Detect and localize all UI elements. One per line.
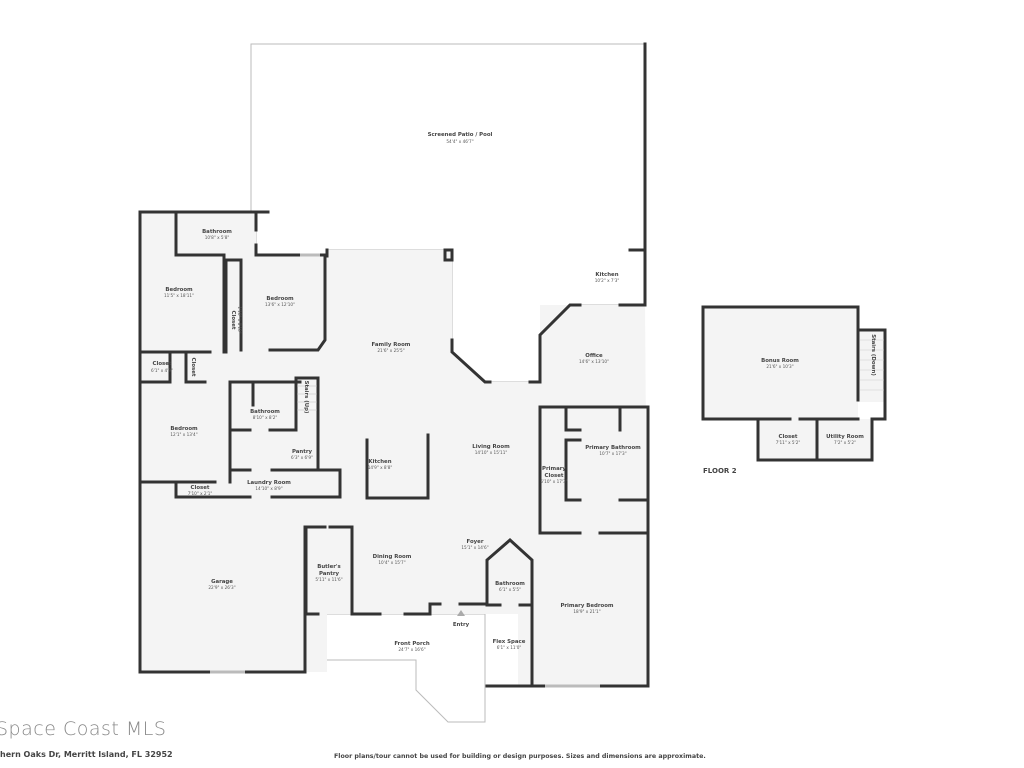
room-dim: 54'4" x 46'7" xyxy=(446,139,473,144)
room-label: Flex Space xyxy=(493,639,526,645)
walls-floor-1 xyxy=(138,42,650,688)
room-label: Primary Bedroom xyxy=(560,603,613,609)
room-dim: 18'9" x 21'1" xyxy=(573,609,600,614)
room-dim: 14'10" x 15'11" xyxy=(475,450,508,455)
room-label: Garage xyxy=(211,579,233,585)
room-dim: 1'10" x 8'10" xyxy=(237,306,242,333)
room-dim: 21'6" x 10'3" xyxy=(766,364,793,369)
room-label: Office xyxy=(585,353,603,359)
room-label: Family Room xyxy=(372,342,411,348)
room-label: Front Porch xyxy=(394,641,429,647)
room-label: Closet xyxy=(545,473,564,479)
room-dim: 8'10" x 8'2" xyxy=(253,415,278,420)
room-dim: 10'8" x 5'8" xyxy=(205,235,230,240)
room-dim: 6'1" x 4'9" xyxy=(151,368,173,373)
room-dim: 7'11" x 5'2" xyxy=(776,440,801,445)
property-address: hern Oaks Dr, Merritt Island, FL 32952 xyxy=(0,750,173,759)
stairs-up xyxy=(297,385,317,411)
room-dim: 15'1" x 14'6" xyxy=(461,545,488,550)
room-dim: 10'7" x 17'3" xyxy=(599,451,626,456)
stairs-down xyxy=(860,339,884,391)
room-label: Closet xyxy=(153,361,172,367)
room-label: Butler's xyxy=(317,564,341,570)
room-dim: 12'1" x 13'4" xyxy=(170,432,197,437)
room-dim: 5'11" x 11'6" xyxy=(315,577,342,582)
room-label: Foyer xyxy=(467,539,484,545)
room-dim: 13'6" x 12'10" xyxy=(265,302,295,307)
room-label: Pantry xyxy=(292,449,313,455)
room-label: Stairs (Down) xyxy=(870,334,876,376)
mls-logo: Space Coast MLS xyxy=(0,718,167,740)
room-dim: 14'6" x 13'10" xyxy=(579,359,609,364)
room-dim: 24'7" x 16'6" xyxy=(398,647,425,652)
room-label: Primary xyxy=(542,466,566,472)
room-label: Kitchen xyxy=(368,459,391,465)
room-label: Screened Patio / Pool xyxy=(428,132,493,138)
porch-area xyxy=(305,613,486,723)
room-label: Stairs (Up) xyxy=(303,381,309,414)
room-dim: 10'4" x 15'7" xyxy=(378,560,405,565)
room-label: Entry xyxy=(453,622,470,628)
room-label: Closet xyxy=(190,358,196,377)
floor-2-label: FLOOR 2 xyxy=(703,467,737,475)
room-dim: 21'6" x 25'5" xyxy=(377,348,404,353)
room-dim: 6'1" x 11'0" xyxy=(497,645,522,650)
room-label: Dining Room xyxy=(373,554,412,560)
room-label: Pantry xyxy=(319,571,340,577)
entry-arrow-icon xyxy=(457,610,465,616)
room-label: Closet xyxy=(191,485,210,491)
room-dim: 7'2" x 5'2" xyxy=(834,440,856,445)
walls-floor-2 xyxy=(701,305,887,462)
room-label: Laundry Room xyxy=(247,480,291,486)
room-dim: 6'1" x 5'5" xyxy=(499,587,521,592)
room-labels: Screened Patio / Pool 54'4" x 46'7" Bath… xyxy=(151,132,876,652)
room-dim: 7'10" x 2'1" xyxy=(188,491,213,496)
room-label: Utility Room xyxy=(826,434,864,440)
room-dim: 14'10" x 8'9" xyxy=(255,486,282,491)
room-label: Living Room xyxy=(472,444,510,450)
disclaimer: Floor plans/tour cannot be used for buil… xyxy=(334,753,706,760)
room-label: Closet xyxy=(230,311,236,330)
room-label: Bathroom xyxy=(495,581,525,587)
room-dim: 14'9" x 8'8" xyxy=(368,465,393,470)
room-label: Bedroom xyxy=(266,296,294,302)
room-label: Primary Bathroom xyxy=(585,445,641,451)
room-dim: 5'10" x 17'3" xyxy=(540,479,567,484)
room-label: Bedroom xyxy=(170,426,198,432)
room-label: Kitchen xyxy=(595,272,618,278)
room-label: Bathroom xyxy=(250,409,280,415)
room-label: Bathroom xyxy=(202,229,232,235)
room-dim: 6'3" x 6'9" xyxy=(291,455,313,460)
room-dim: 10'2" x 7'3" xyxy=(595,278,620,283)
room-dim: 22'9" x 26'3" xyxy=(208,585,235,590)
interior-floor xyxy=(140,212,885,686)
room-label: Bedroom xyxy=(165,287,193,293)
room-label: Closet xyxy=(779,434,798,440)
room-label: Bonus Room xyxy=(761,358,799,364)
room-dim: 11'5" x 18'11" xyxy=(164,293,194,298)
